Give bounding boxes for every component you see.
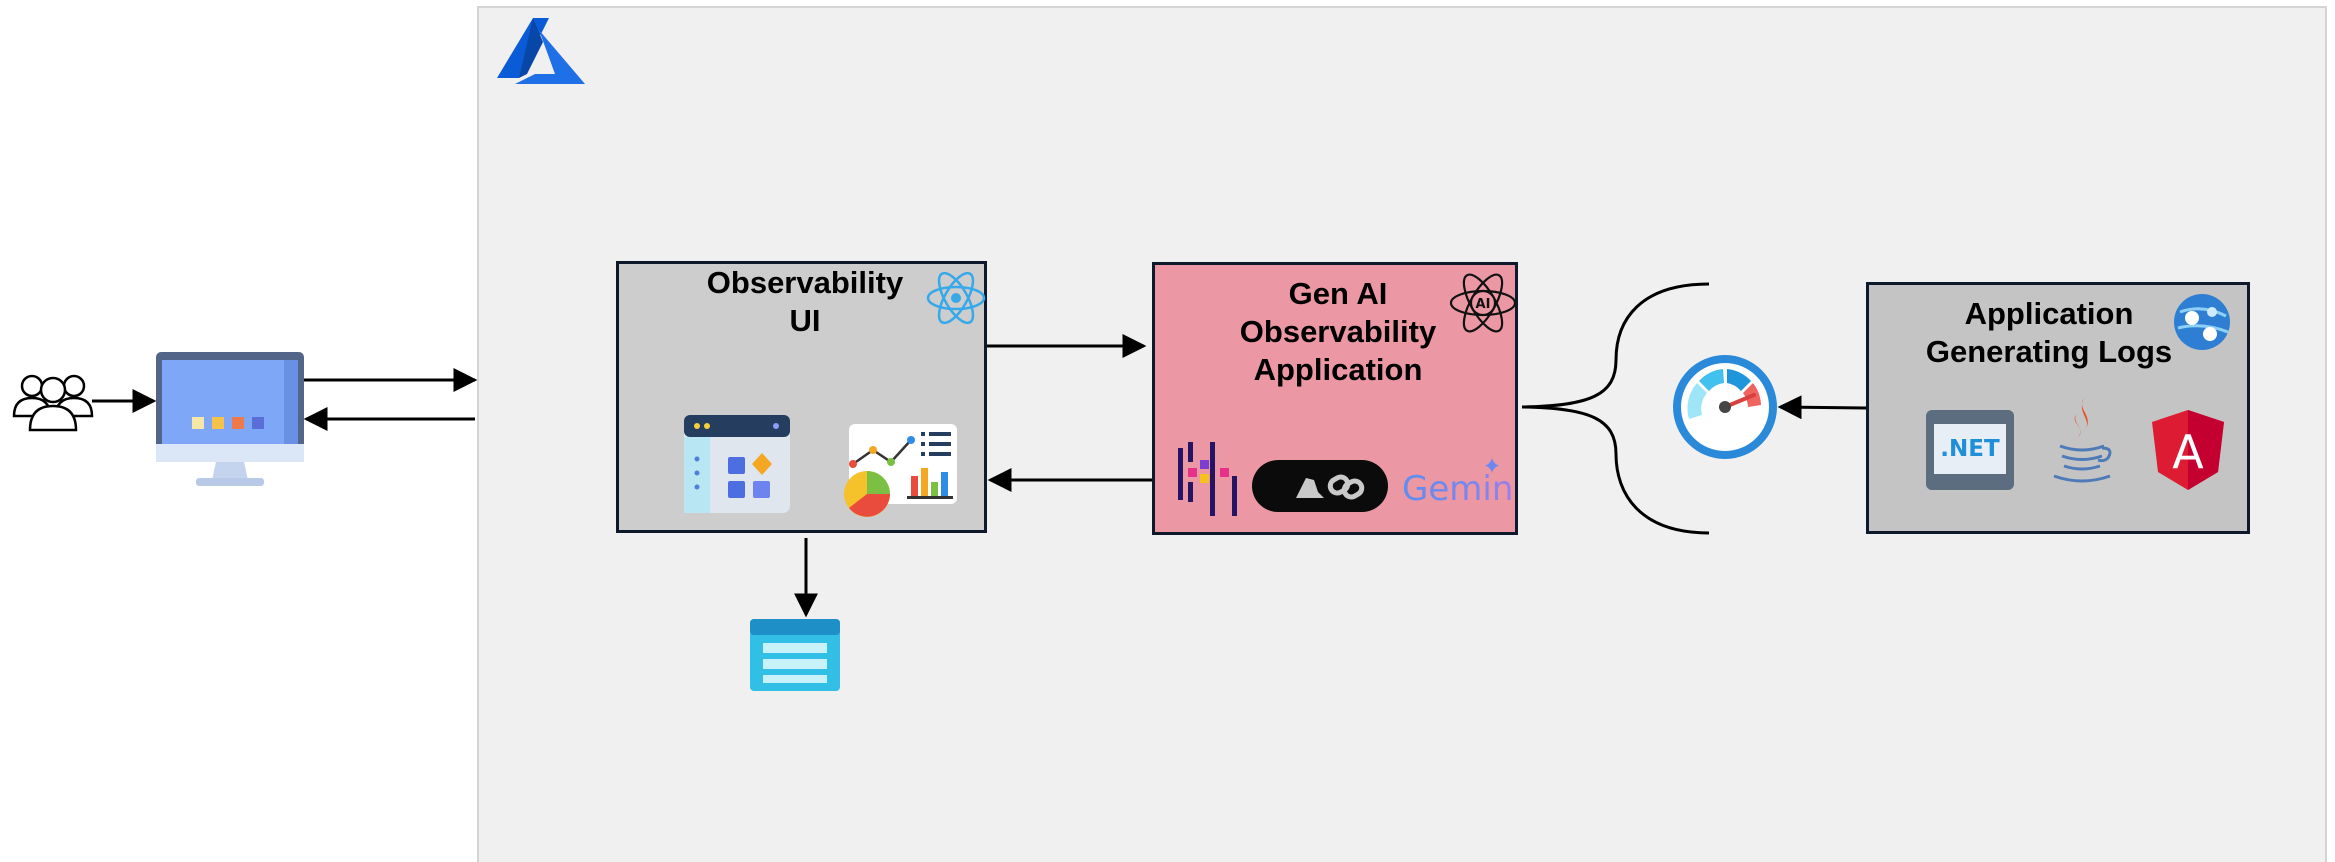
gemini-logo: Gemini [1402,458,1512,506]
svg-text:AI: AI [1476,297,1491,312]
observability-ui-title: Observability UI [706,265,904,338]
logs-to-gauge-arrow [1777,395,1867,420]
users-icon [12,374,94,432]
dotnet-label: .NET [1940,436,2000,462]
react-icon [926,271,986,325]
angular-label: A [2172,425,2204,479]
gemini-label: Gemini [1402,469,1512,506]
app-insights-gauge-icon [1673,355,1777,459]
ai-brain-icon: AI [1449,273,1517,333]
monitor-icon [156,352,304,486]
langchain-icon [1252,460,1388,512]
llamaindex-icon [1178,442,1237,516]
storage-table-icon [750,619,840,691]
dashboard-icon [684,415,790,513]
genai-app-title: Gen AI Observability Application [1239,276,1437,387]
java-icon [2053,398,2112,483]
dotnet-icon: .NET [1926,410,2014,490]
curly-brace [1521,282,1710,535]
app-service-icon [2174,294,2230,350]
analytics-icon [844,424,957,517]
log-app-title: Application Generating Logs [1925,296,2173,369]
azure-logo-icon [497,18,585,84]
angular-icon: A [2152,410,2224,490]
